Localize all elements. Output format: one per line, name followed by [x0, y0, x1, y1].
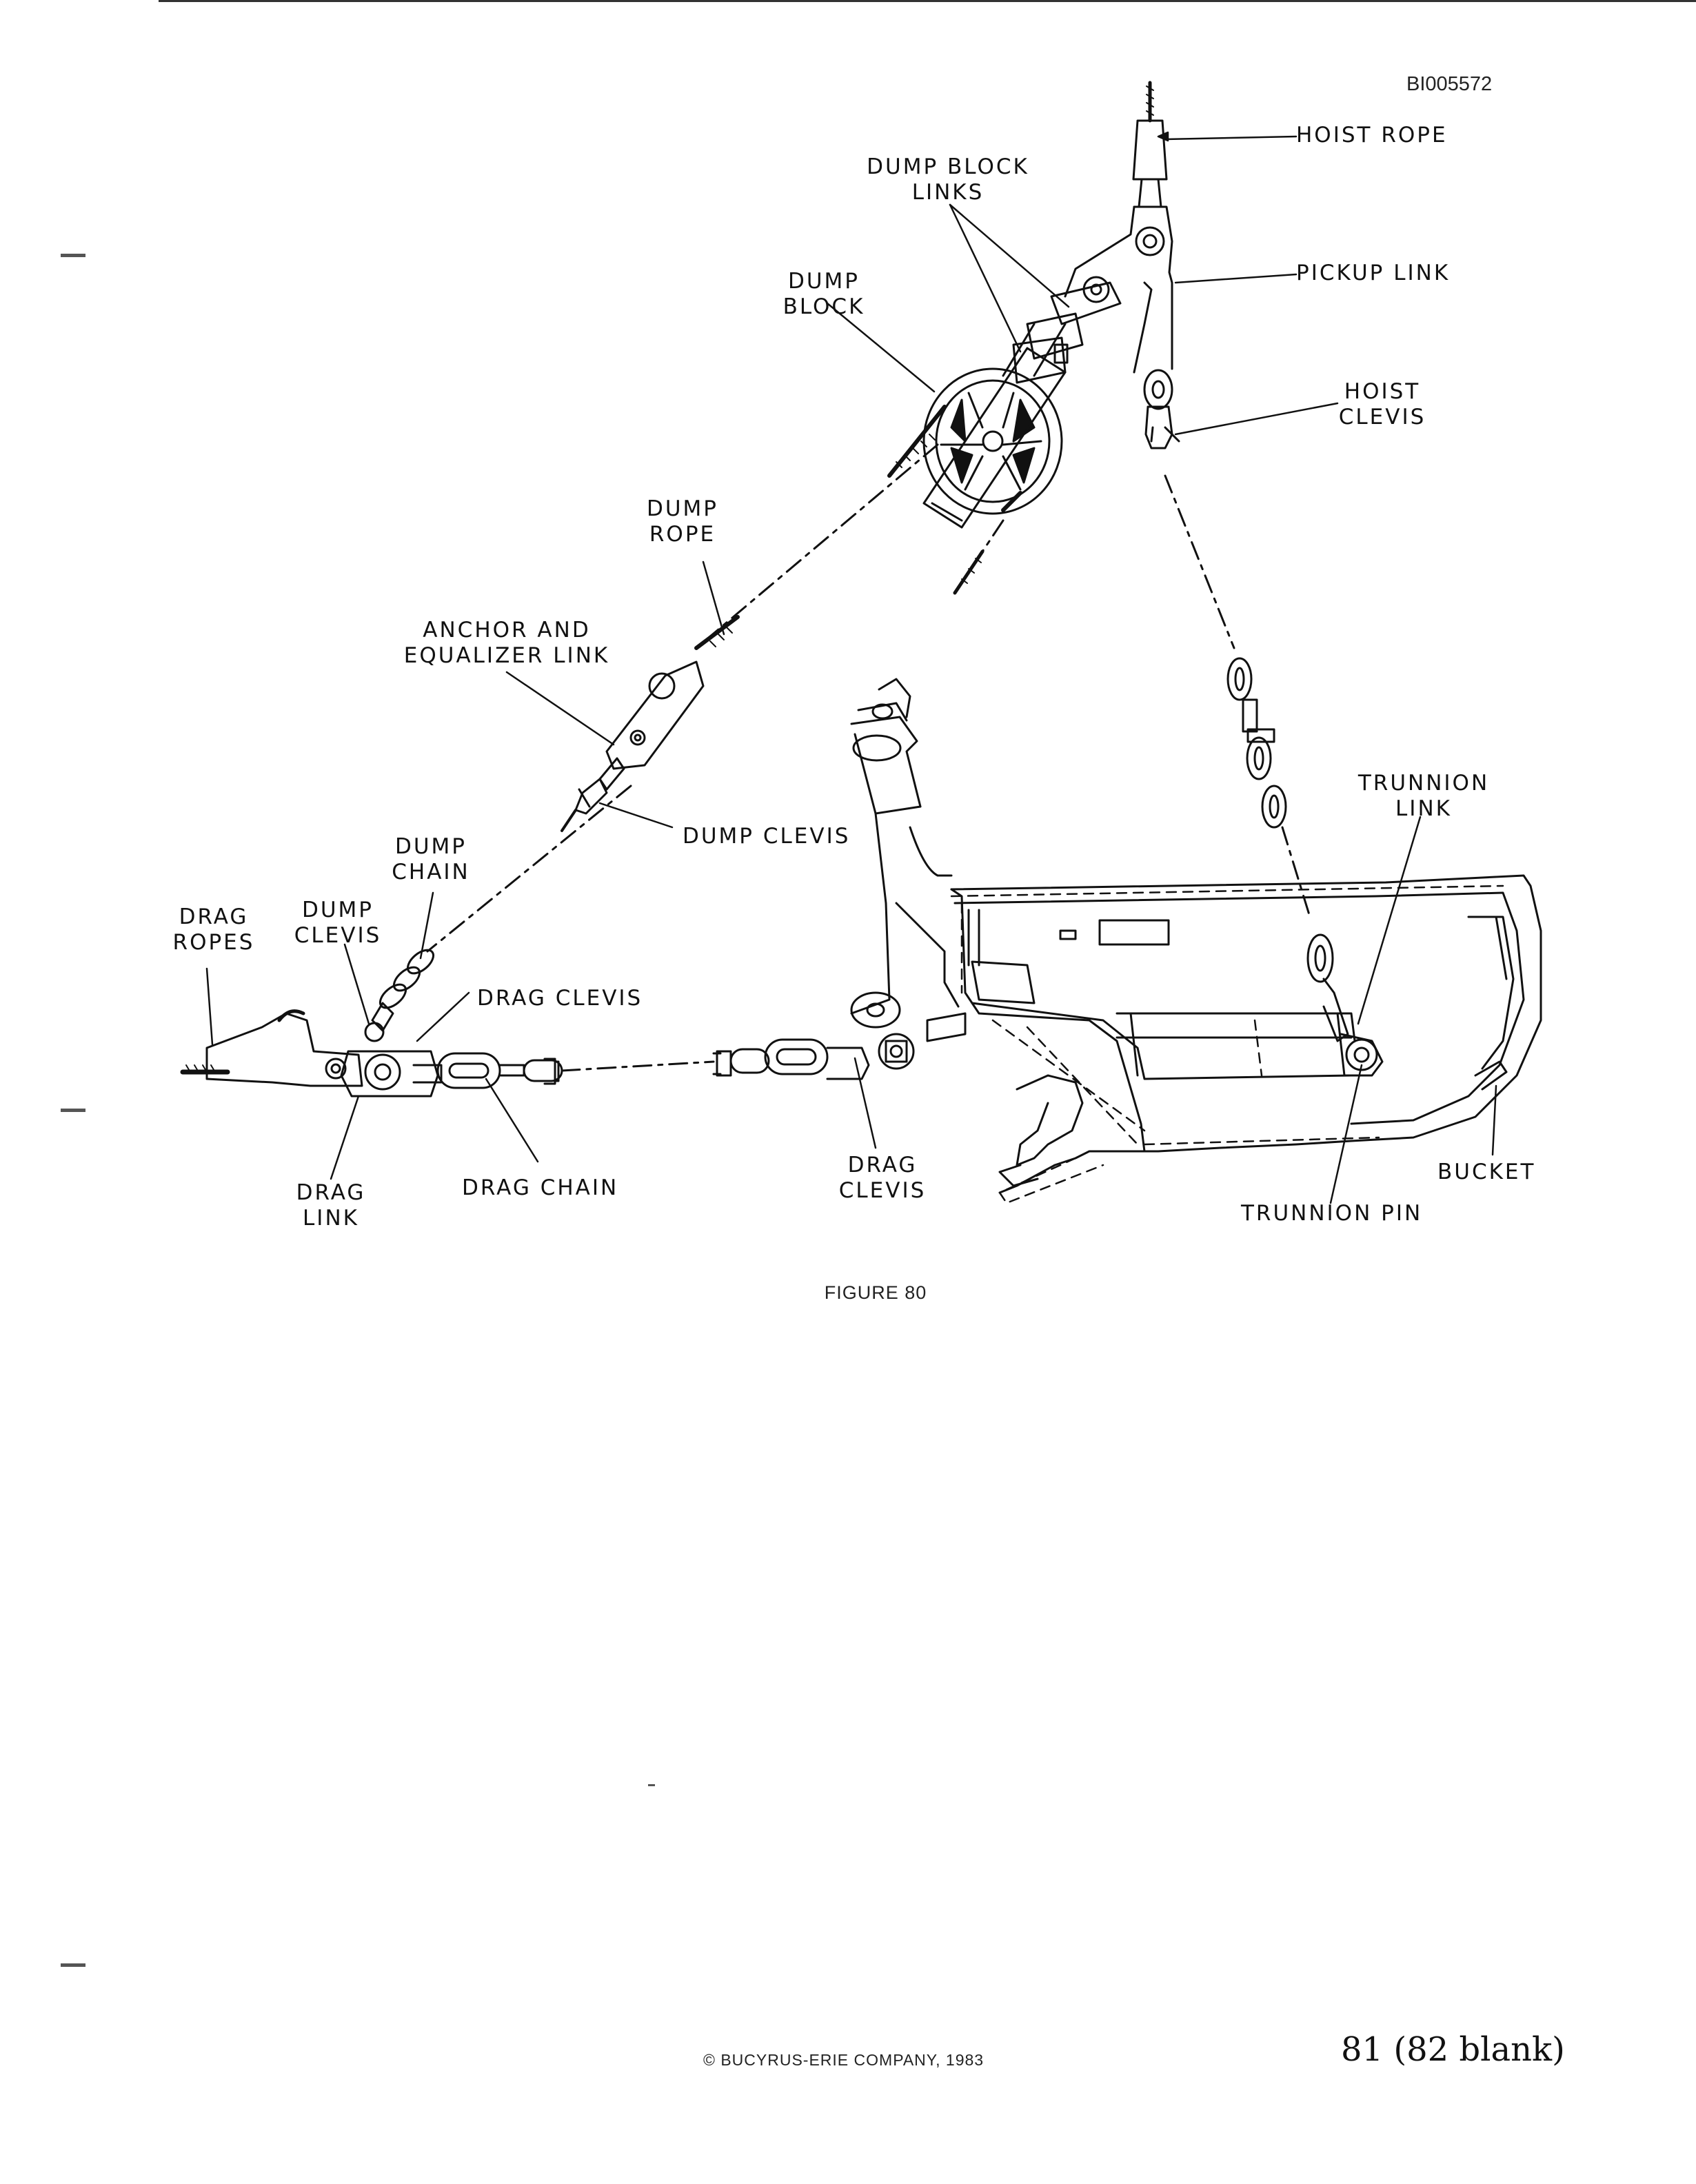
- hoist-clevis-drawing: [1143, 369, 1180, 449]
- scan-mark: [648, 1784, 655, 1786]
- scan-mark: [61, 1963, 85, 1967]
- bucket-hidden-lines: [950, 884, 1504, 1204]
- trunnion-link-drawing: [1306, 933, 1384, 1077]
- label-trunnion-pin: TRUNNION PIN: [1241, 1201, 1423, 1226]
- hoist-rope-drawing: [1132, 81, 1168, 208]
- label-dump-clevis-lower: DUMP CLEVIS: [294, 898, 382, 948]
- label-drag-chain: DRAG CHAIN: [462, 1175, 619, 1200]
- dump-block-drawing: [922, 347, 1067, 529]
- anchor-equalizer-link-drawing: [598, 660, 705, 791]
- bucket-arch-drawing: [850, 678, 967, 1042]
- drag-link-drawing: [340, 1050, 443, 1098]
- document-id: BI005572: [1406, 73, 1493, 95]
- label-dump-rope: DUMP ROPE: [646, 496, 718, 547]
- trunnion-chain-line: [1281, 826, 1311, 918]
- label-drag-clevis-upper: DRAG CLEVIS: [477, 986, 643, 1011]
- top-rule: [159, 0, 1696, 2]
- scan-mark: [61, 254, 85, 257]
- drag-ropes-drawing: [180, 1009, 363, 1087]
- copyright-notice: © BUCYRUS-ERIE COMPANY, 1983: [703, 2051, 985, 2069]
- hoist-chain-line: [1164, 474, 1235, 649]
- leader-lines: [205, 131, 1497, 1204]
- label-hoist-rope: HOIST ROPE: [1296, 123, 1448, 148]
- label-anchor-equalizer-link: ANCHOR AND EQUALIZER LINK: [403, 618, 610, 668]
- scan-mark: [61, 1109, 85, 1112]
- label-drag-clevis-lower: DRAG CLEVIS: [838, 1153, 927, 1203]
- label-drag-ropes: DRAG ROPES: [172, 904, 255, 955]
- figure-caption: FIGURE 80: [824, 1282, 927, 1303]
- label-trunnion-link: TRUNNION LINK: [1357, 771, 1490, 821]
- bucket-drag-chain-drawing: [712, 1033, 915, 1080]
- dump-block-links-drawing: [1002, 281, 1122, 384]
- label-dump-clevis-upper: DUMP CLEVIS: [683, 824, 851, 849]
- pickup-link-drawing: [1064, 205, 1173, 374]
- label-hoist-clevis: HOIST CLEVIS: [1338, 379, 1426, 429]
- bucket-drawing: [950, 874, 1542, 1194]
- label-bucket: BUCKET: [1437, 1160, 1536, 1184]
- page-number: 81 (82 blank): [1341, 2030, 1565, 2069]
- label-dump-chain: DUMP CHAIN: [392, 834, 470, 884]
- dump-clevis-upper-drawing: [561, 778, 608, 832]
- label-dump-block-links: DUMP BLOCK LINKS: [867, 154, 1029, 205]
- label-drag-link: DRAG LINK: [296, 1180, 366, 1231]
- label-dump-block: DUMP BLOCK: [783, 269, 865, 319]
- label-pickup-link: PICKUP LINK: [1296, 261, 1451, 285]
- dump-chain-drawing: [364, 949, 435, 1042]
- drag-chain-gap-line: [561, 1060, 715, 1072]
- drag-chain-drawing: [436, 1052, 563, 1089]
- hoist-chain-drawing: [1226, 657, 1287, 829]
